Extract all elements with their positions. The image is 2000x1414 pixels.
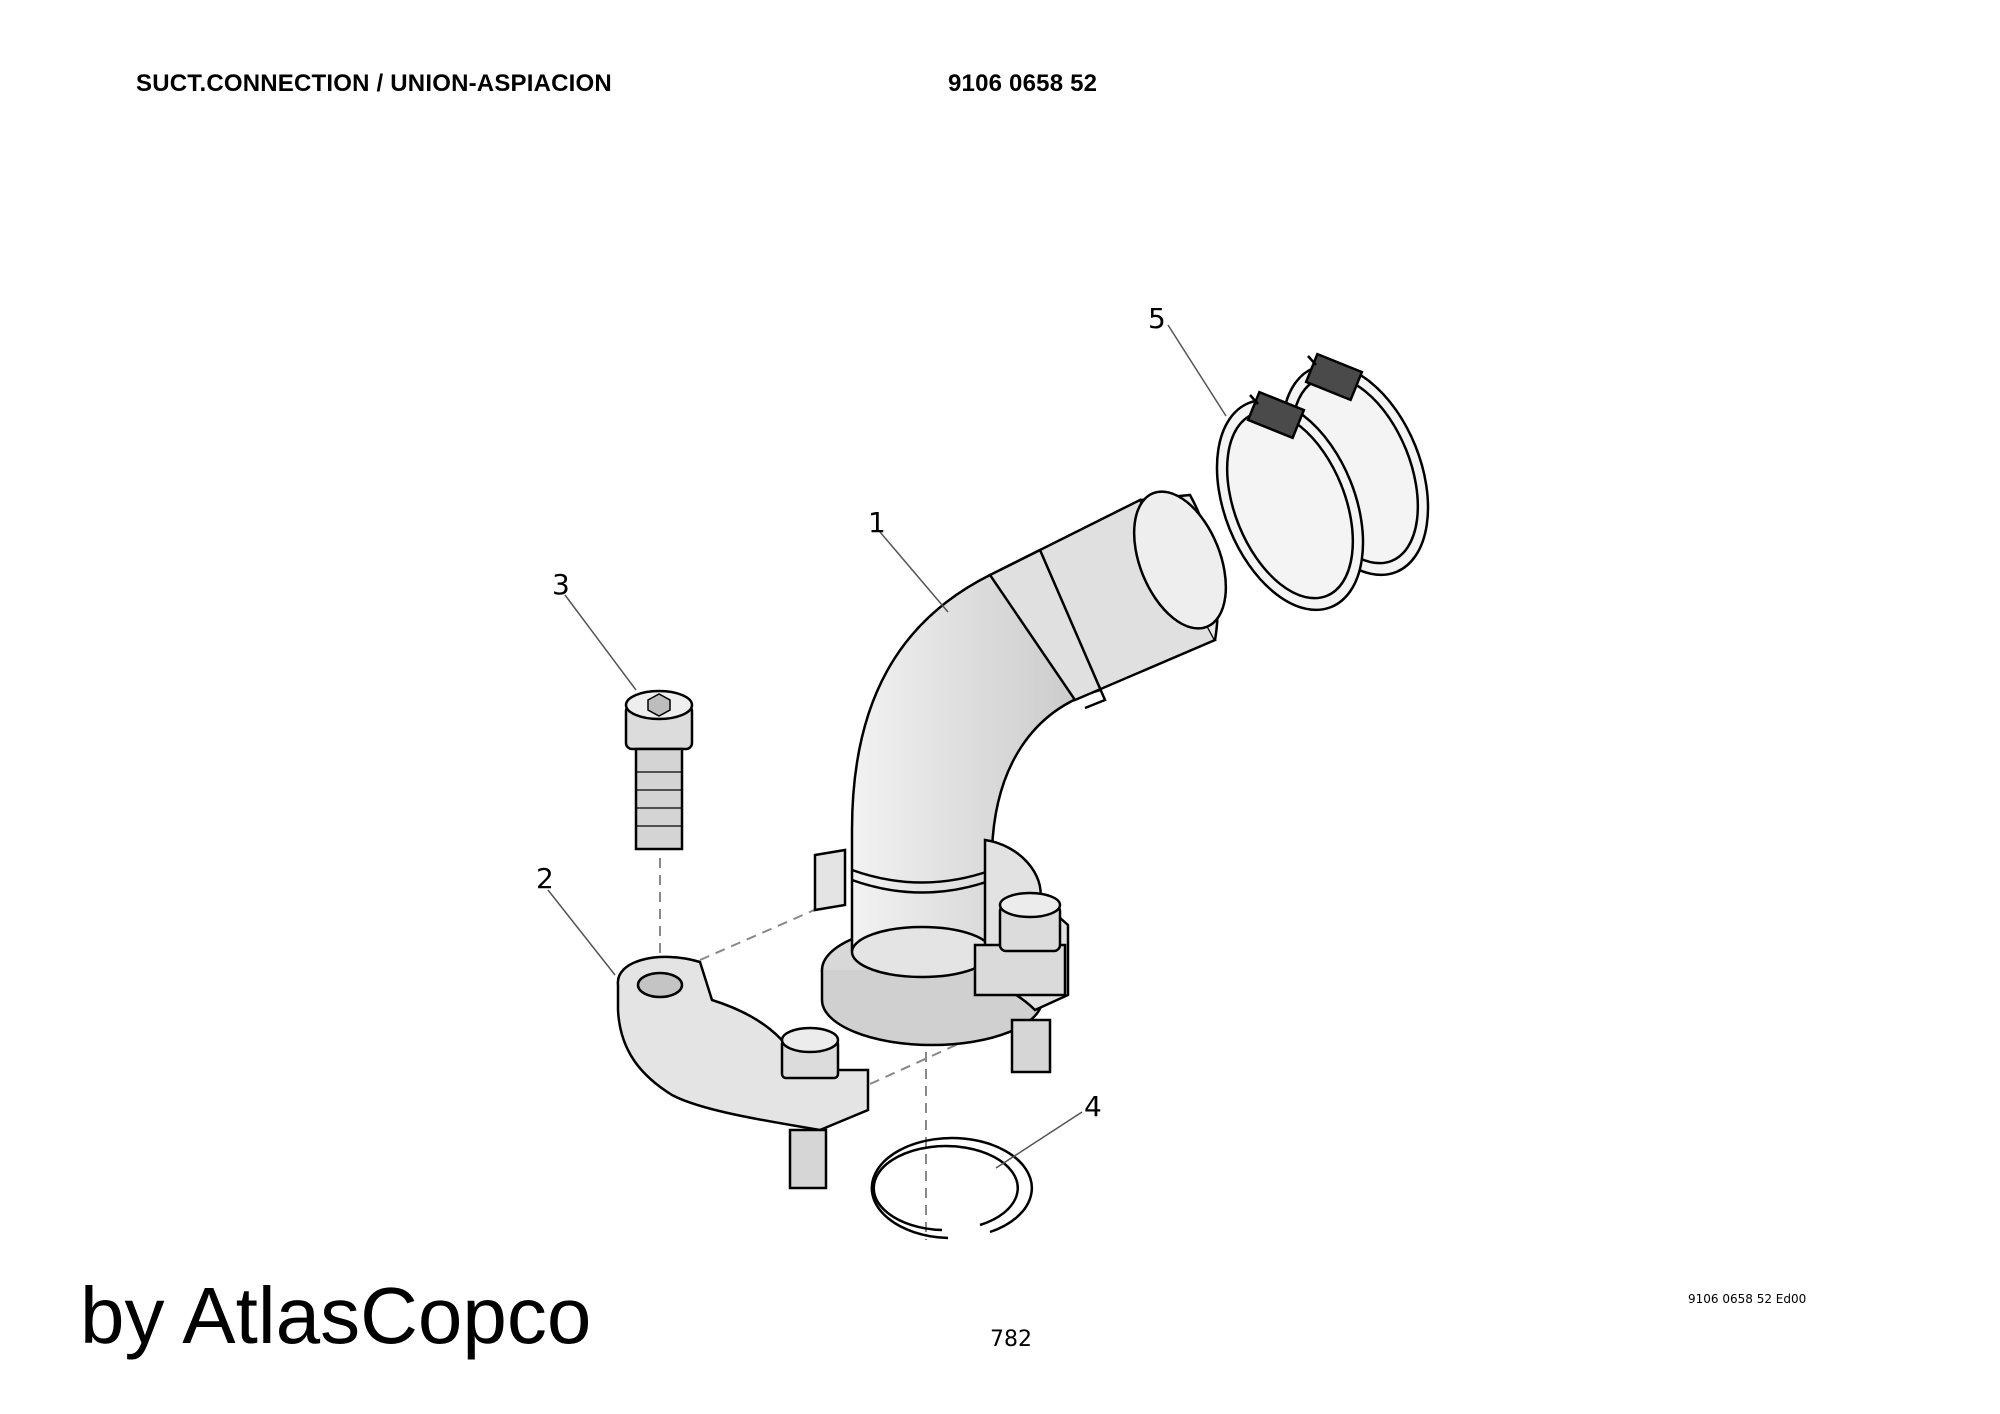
callout-4: 4 — [1084, 1090, 1102, 1123]
elbow-pipe — [820, 490, 1228, 1047]
callout-3: 3 — [552, 568, 570, 601]
hose-clamps — [1215, 352, 1430, 612]
page-title: SUCT.CONNECTION / UNION-ASPIACION — [136, 70, 612, 97]
callout-1: 1 — [868, 506, 886, 539]
callout-2: 2 — [536, 862, 554, 895]
flange-clamp — [616, 838, 1070, 1190]
part-number: 9106 0658 52 — [948, 70, 1098, 97]
socket-head-screw — [624, 689, 694, 851]
assembly-lines — [659, 858, 1001, 1240]
page-number: 782 — [990, 1327, 1032, 1352]
document-reference: 9106 0658 52 Ed00 — [1688, 1292, 1807, 1306]
leader-lines — [547, 324, 1227, 1169]
snap-ring — [870, 1136, 1034, 1240]
callout-5: 5 — [1148, 302, 1166, 335]
brand-label: by AtlasCopco — [80, 1271, 592, 1360]
